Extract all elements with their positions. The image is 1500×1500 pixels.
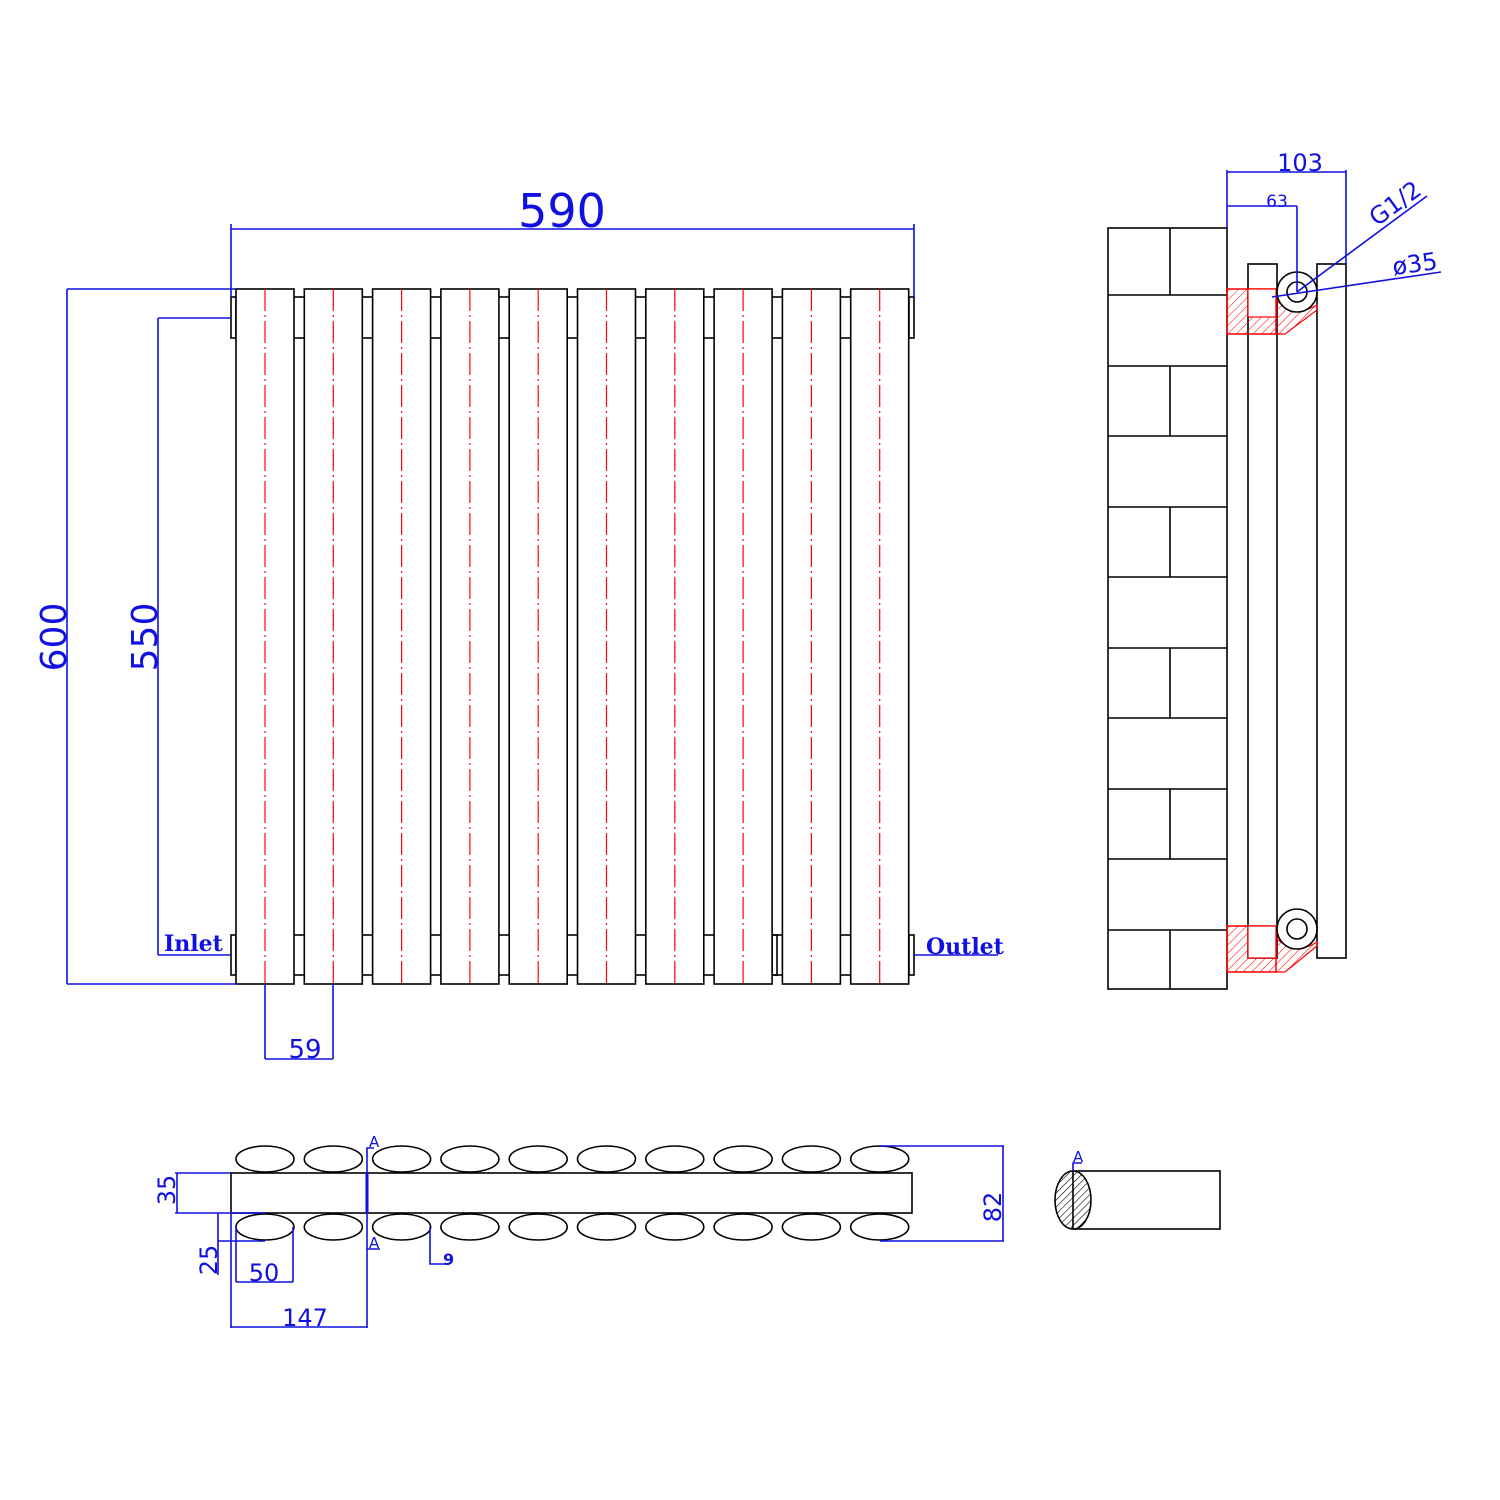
rear-column [1247,263,1278,959]
bracket-label: 147 [282,1304,328,1332]
section-marker: A [1073,1148,1084,1166]
centers-dimension: 550 [125,317,231,956]
column-width-label: 59 [288,1035,321,1065]
thread-label: G1/2 [1364,175,1427,231]
depth-label: 103 [1277,149,1323,177]
mounting-bar [230,1172,913,1214]
top-bracket [1226,288,1318,335]
front-tube-section [440,1145,500,1173]
rear-tube-section [508,1213,569,1241]
rear-tube-section [303,1213,364,1241]
front-tube-section [303,1145,364,1173]
wall-outline [1107,227,1228,990]
column-width-dimension: 59 [264,984,334,1065]
rear-tube-section [713,1213,773,1241]
front-tube-section [713,1145,773,1173]
pipe-offset-label: 63 [1266,192,1288,212]
front-view: 590 600 550 Inlet Outlet 59 [34,184,1005,1065]
side-view: 103 63 G1/2 ø35 [1107,149,1442,990]
front-tube-section [508,1145,569,1173]
width-label: 590 [518,184,606,238]
tube-width-label: 50 [249,1259,280,1287]
offset-label: 25 [195,1245,223,1276]
inlet-label: Inlet [164,931,224,957]
depth-label: 82 [979,1192,1007,1223]
rear-tube-section [576,1213,637,1241]
section-marker-top: A [369,1133,380,1151]
gap-label: 9 [443,1250,454,1269]
section-marker-bottom: A [369,1234,380,1252]
outlet-label: Outlet [926,934,1005,960]
front-column [1316,263,1347,959]
front-tube-section [644,1145,705,1173]
front-tube-section [576,1145,637,1173]
rear-tube-section [644,1213,705,1241]
rear-tube-section [849,1213,910,1241]
centers-label: 550 [125,603,166,672]
front-tube-section [849,1145,910,1173]
pipe-connection-bottom [1276,908,1318,950]
front-tube-section [371,1145,432,1173]
rear-tube-section [371,1213,432,1241]
bottom-bracket [1226,925,1318,973]
plan-view: A A 35 25 50 147 9 82 [153,1133,1007,1332]
rear-tube-section [781,1213,842,1241]
front-tube-section [781,1145,842,1173]
bar-thickness-label: 35 [153,1175,181,1206]
rear-tube-section [440,1213,500,1241]
diameter-label: ø35 [1391,247,1440,281]
section-a-view: A [1054,1148,1221,1230]
height-dimension: 600 [34,288,236,985]
rear-tube-section [235,1213,295,1241]
front-tube-section [235,1145,295,1173]
height-label: 600 [34,603,75,672]
wall-bricks [1107,227,1228,990]
width-dimension: 590 [230,184,915,297]
